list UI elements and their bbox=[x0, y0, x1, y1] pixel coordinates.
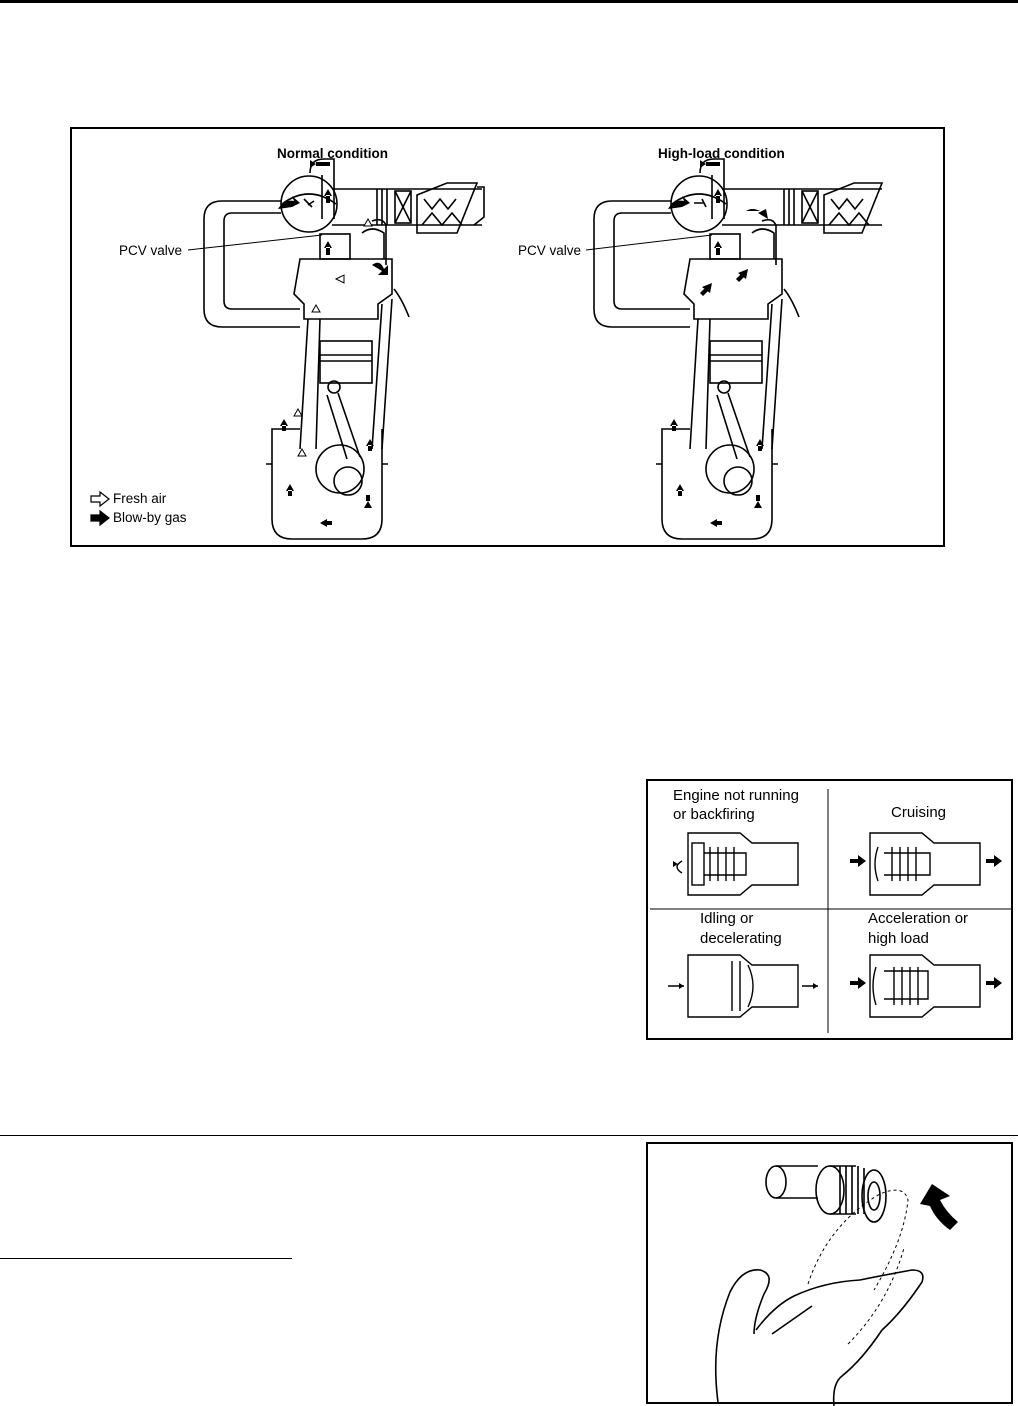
valve-cross-sections bbox=[648, 781, 1015, 1042]
section-divider bbox=[0, 1135, 1018, 1136]
short-rule bbox=[0, 1258, 292, 1259]
pcv-flow-figure: Normal condition High-load condition PCV… bbox=[70, 127, 945, 547]
page-top-rule bbox=[0, 0, 1018, 3]
rotate-arrow-icon bbox=[920, 1184, 958, 1230]
pcv-valve-check-figure bbox=[646, 1142, 1013, 1404]
engine-high-load-diagram bbox=[72, 129, 947, 549]
pcv-valve-operation-figure: Engine not running or backfiring Cruisin… bbox=[646, 779, 1013, 1040]
hand-holding-valve-illustration bbox=[648, 1144, 1015, 1406]
